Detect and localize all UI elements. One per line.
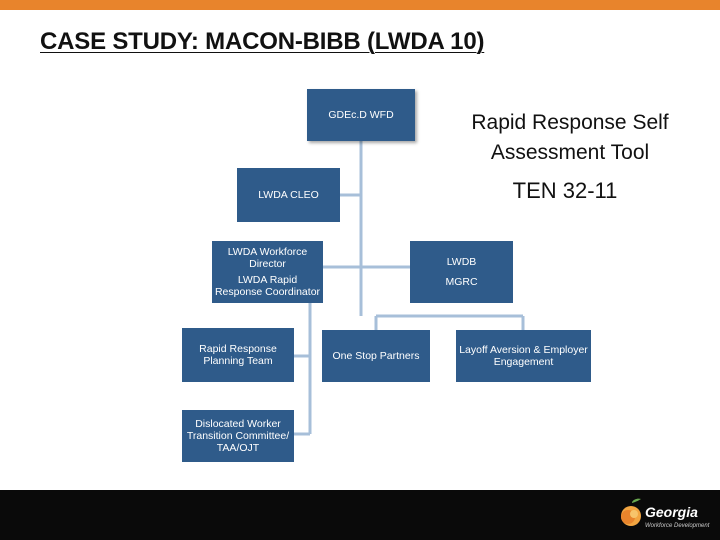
slide-title: CASE STUDY: MACON-BIBB (LWDA 10) — [40, 28, 484, 56]
node-planning-team: Rapid Response Planning Team — [182, 328, 294, 382]
tool-heading: Rapid Response Self Assessment Tool — [440, 108, 700, 168]
node-lwda-director-coordinator: LWDA Workforce Director LWDA Rapid Respo… — [212, 241, 323, 303]
node-planning-line1: Rapid Response — [199, 343, 277, 355]
ten-heading: TEN 32-11 — [480, 176, 650, 206]
georgia-logo: Georgia Workforce Development — [619, 496, 709, 536]
node-coordinator-line1: LWDA Rapid — [237, 274, 298, 286]
node-one-stop-partners: One Stop Partners — [322, 330, 430, 382]
node-director-line1: LWDA Workforce — [227, 246, 308, 258]
logo-name: Georgia — [645, 504, 698, 520]
node-one-stop-label: One Stop Partners — [332, 350, 420, 362]
top-accent-bar — [0, 0, 720, 10]
node-dislocated-line2: Transition Committee/ — [186, 430, 290, 442]
node-mgrc-label: MGRC — [445, 276, 478, 288]
node-dislocated-worker: Dislocated Worker Transition Committee/ … — [182, 410, 294, 462]
node-planning-line2: Planning Team — [203, 355, 273, 367]
node-gdecd-wfd: GDEc.D WFD — [307, 89, 415, 141]
node-lwdb-label: LWDB — [446, 256, 477, 268]
node-dislocated-line3: TAA/OJT — [216, 442, 260, 454]
node-director-line2: Director — [249, 258, 286, 270]
node-lwdb-mgrc: LWDB MGRC — [410, 241, 513, 303]
node-layoff-line2: Engagement — [493, 356, 554, 368]
node-coordinator-line2: Response Coordinator — [214, 286, 321, 298]
node-layoff-aversion: Layoff Aversion & Employer Engagement — [456, 330, 591, 382]
footer-bar — [0, 490, 720, 540]
slide-title-text: CASE STUDY: MACON-BIBB (LWDA 10) — [40, 28, 485, 55]
tool-heading-line2: Assessment Tool — [490, 141, 650, 164]
node-layoff-line1: Layoff Aversion & Employer — [459, 344, 588, 356]
node-lwda-cleo: LWDA CLEO — [237, 168, 340, 222]
tool-heading-line1: Rapid Response Self — [471, 111, 669, 134]
node-gdecd-wfd-label: GDEc.D WFD — [328, 109, 394, 121]
ten-heading-text: TEN 32-11 — [512, 178, 618, 203]
node-dislocated-line1: Dislocated Worker — [195, 418, 281, 430]
logo-tagline: Workforce Development — [645, 523, 710, 529]
node-lwda-cleo-label: LWDA CLEO — [258, 189, 319, 201]
peach-icon — [621, 498, 641, 526]
